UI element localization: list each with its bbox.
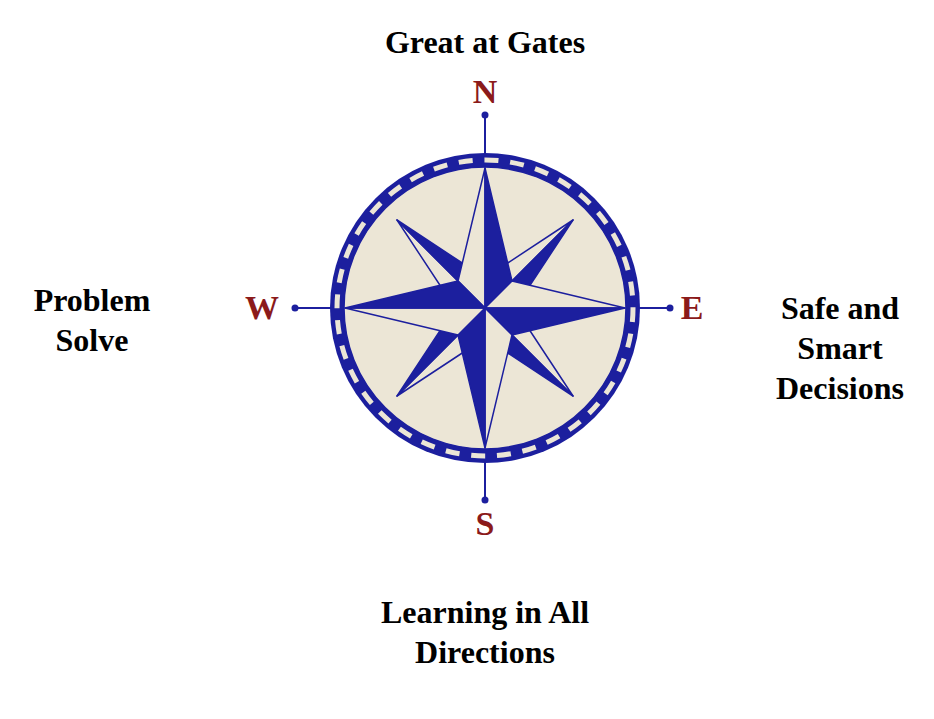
compass-heading: Great at Gates	[385, 22, 585, 62]
main-star	[345, 168, 625, 448]
compass-ring	[330, 153, 640, 463]
needle-dots	[292, 112, 674, 504]
compass-face	[344, 167, 626, 449]
compass-needles	[295, 115, 670, 500]
compass-label: Learning in All Directions	[355, 592, 615, 672]
ring-dashes	[337, 160, 633, 456]
direction-letter: N	[473, 71, 498, 114]
direction-letter: W	[245, 287, 279, 330]
compass-label: Safe and Smart Decisions	[758, 288, 923, 408]
direction-letter: E	[681, 287, 704, 330]
compass-label: Problem Solve	[7, 280, 177, 360]
direction-letter: S	[476, 503, 495, 546]
